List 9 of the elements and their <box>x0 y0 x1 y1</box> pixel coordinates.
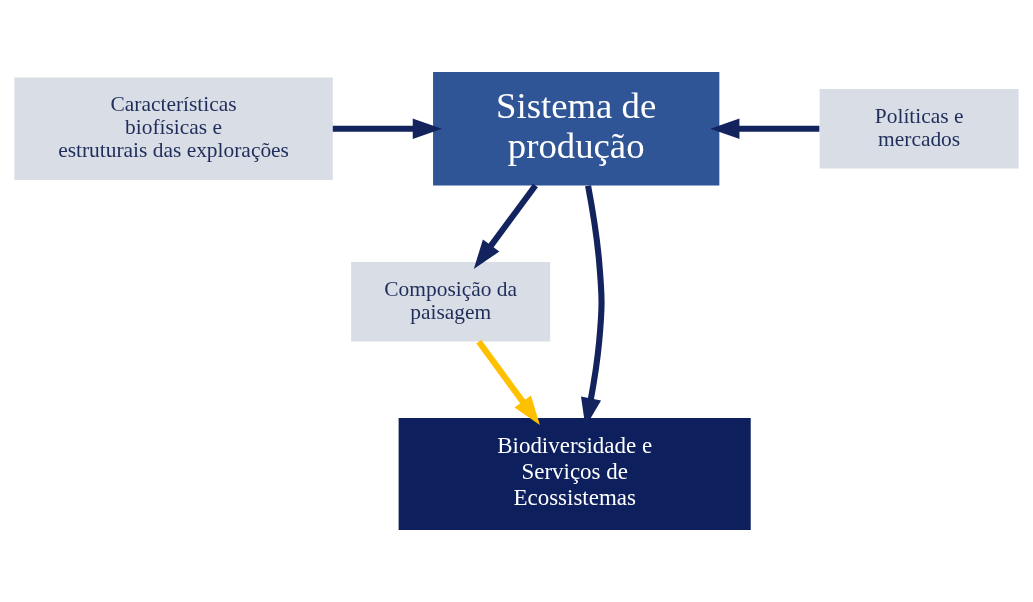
node-box: Composição da paisagem <box>351 261 551 342</box>
node-box: Biodiversidade e Serviços de Ecossistemas <box>398 418 751 530</box>
arrow <box>710 118 820 139</box>
node-box: Políticas e mercados <box>819 88 1019 169</box>
arrow <box>476 339 540 425</box>
arrow <box>332 118 442 139</box>
arrow <box>473 183 538 269</box>
node-box: Características biofísicas e estruturais das explorações <box>14 77 333 181</box>
node-box: Sistema de produção <box>433 72 720 186</box>
